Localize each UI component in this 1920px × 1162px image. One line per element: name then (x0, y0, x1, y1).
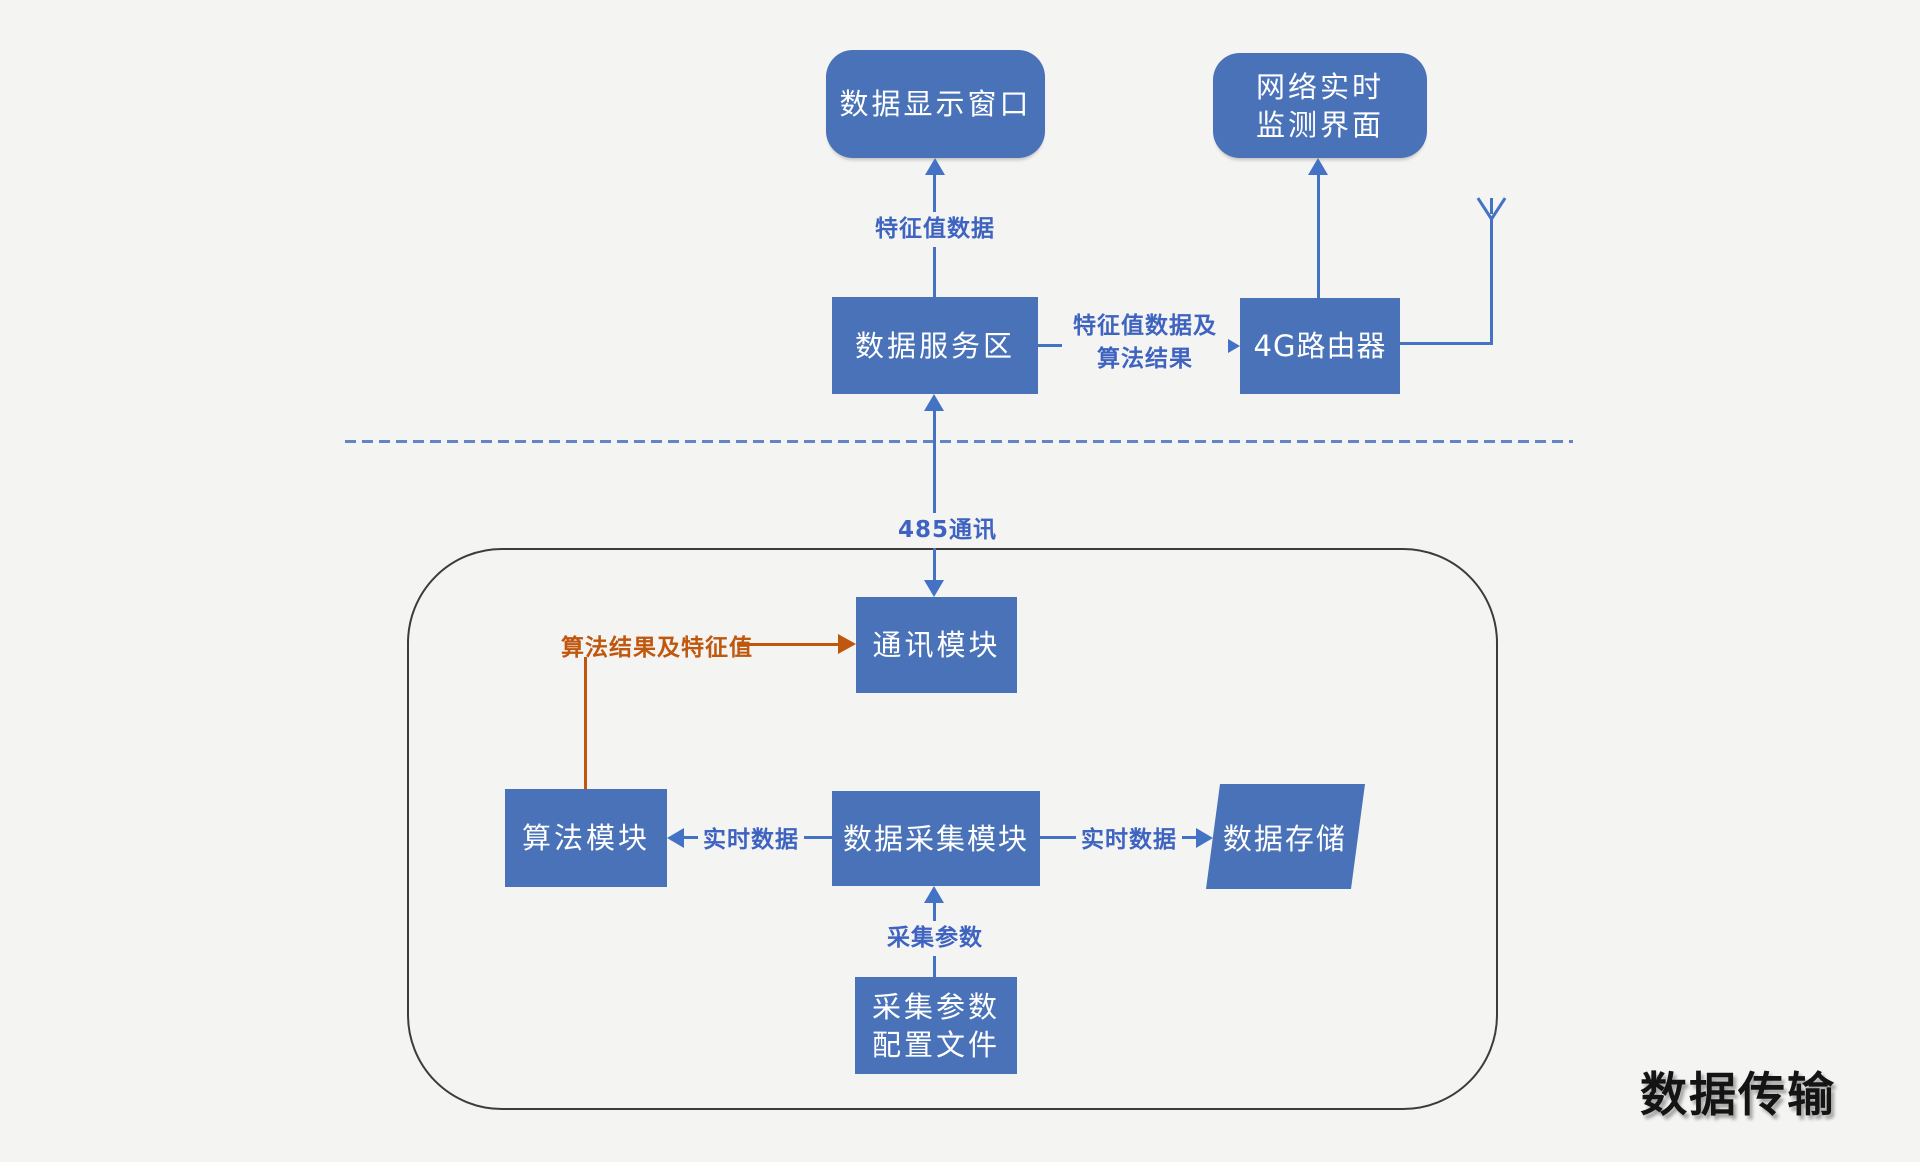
edge-label-algo-result-feature: 算法结果及特征值 (561, 635, 753, 661)
arrowhead-right-storage (1196, 828, 1213, 848)
arrowhead-up-display (925, 158, 945, 175)
node-config-file: 采集参数 配置文件 (855, 977, 1017, 1074)
arrowhead-up-monitor (1308, 158, 1328, 175)
edge-label-realtime-left: 实时数据 (698, 823, 804, 858)
node-display-window: 数据显示窗口 (826, 50, 1045, 158)
dashed-divider-line (345, 440, 1573, 443)
antenna-mast-line (1490, 216, 1493, 345)
device-boundary-outline (407, 548, 1498, 1110)
edge-server-comm-line (933, 409, 936, 581)
edge-label-acq-params: 采集参数 (882, 921, 988, 956)
node-network-monitor: 网络实时 监测界面 (1213, 53, 1427, 158)
data-storage-label: 数据存储 (1223, 821, 1348, 856)
edge-label-realtime-right: 实时数据 (1076, 823, 1182, 858)
edge-label-feature-and-result: 特征值数据及 算法结果 (1062, 309, 1228, 377)
antenna-icon (1490, 198, 1493, 214)
node-comm-module: 通讯模块 (856, 597, 1017, 693)
diagram-title: 数据传输 (1640, 1068, 1836, 1123)
arrowhead-down-comm (924, 580, 944, 597)
node-data-storage: 数据存储 (1205, 784, 1366, 889)
arrowhead-up-acq (924, 886, 944, 903)
node-algorithm-module: 算法模块 (505, 789, 667, 887)
edge-label-feature-data: 特征值数据 (870, 212, 1000, 247)
node-data-server: 数据服务区 (832, 297, 1038, 394)
edge-algo-to-comm-hline (737, 643, 838, 646)
node-4g-router: 4G路由器 (1240, 298, 1400, 394)
edge-algo-to-comm-vline (584, 657, 587, 789)
edge-label-485: 485通讯 (893, 513, 1003, 548)
edge-router-to-monitor-line (1317, 174, 1320, 298)
antenna-feed-line (1400, 342, 1492, 345)
arrowhead-up-server (924, 394, 944, 411)
node-data-acquisition: 数据采集模块 (832, 791, 1040, 886)
arrowhead-right-comm (838, 634, 856, 654)
arrowhead-left-algo (667, 828, 684, 848)
